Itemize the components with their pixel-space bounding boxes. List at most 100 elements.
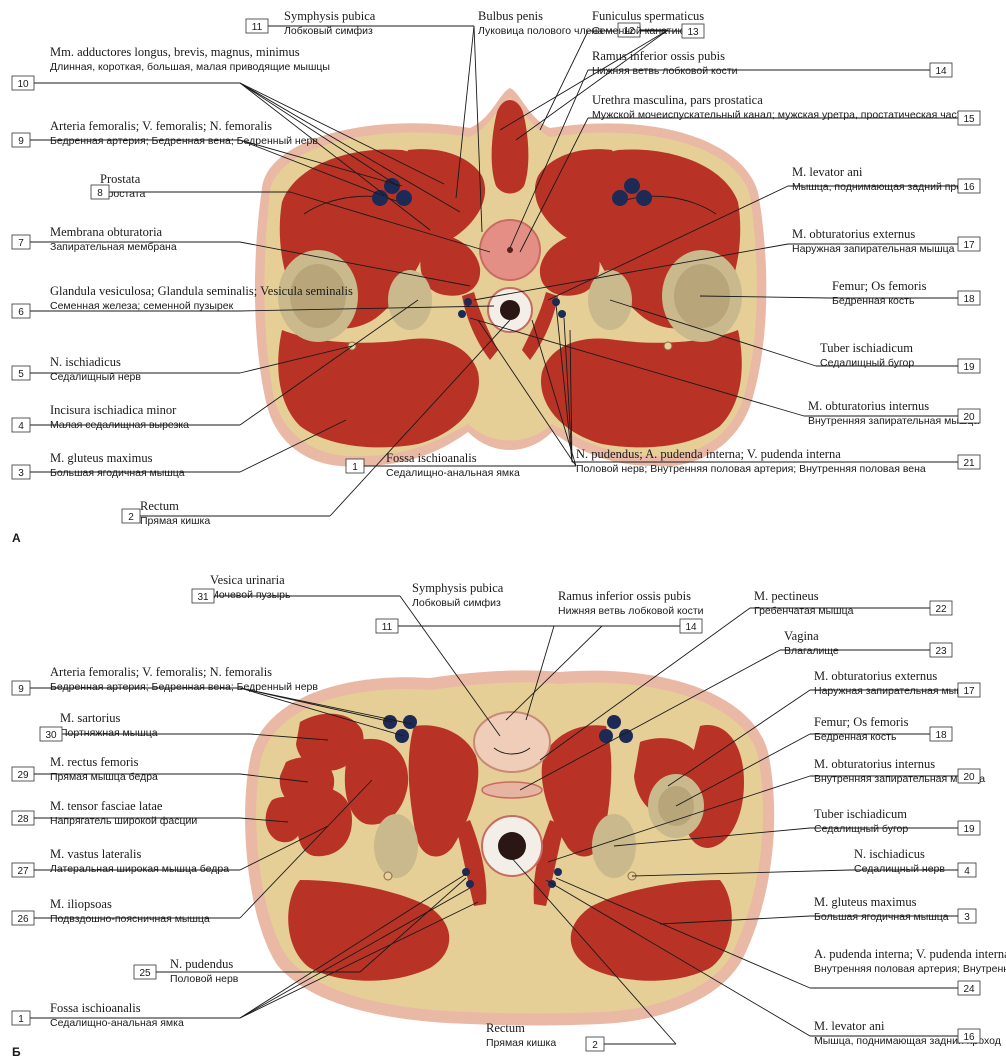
label-latin: Tuber ischiadicum: [820, 341, 913, 355]
label-latin: Arteria femoralis; V. femoralis; N. femo…: [50, 665, 272, 679]
leader-line: [516, 30, 668, 140]
label-russian: Напрягатель широкой фасции: [50, 815, 197, 827]
label-latin: Femur; Os femoris: [814, 715, 909, 729]
label-latin: Mm. adductores longus, brevis, magnus, m…: [50, 45, 300, 59]
label-number: 21: [963, 458, 975, 469]
label-russian: Прямая кишка: [140, 515, 210, 527]
label-number: 20: [963, 772, 975, 783]
label-russian: Лобковый симфиз: [412, 597, 501, 609]
label-number: 7: [18, 238, 24, 249]
label-latin: N. pudendus; A. pudenda interna; V. pude…: [576, 447, 841, 461]
panel-b-left-tuber-ischiadicum: [374, 814, 418, 878]
label-latin: N. ischiadicus: [854, 847, 925, 861]
label-russian: Внутренняя запирательная мышца: [808, 415, 979, 427]
label-russian: Мышца, поднимающая задний проход: [792, 181, 979, 193]
label-russian: Бедренная кость: [814, 731, 897, 743]
label-number: 2: [128, 512, 134, 523]
label-latin: M. sartorius: [60, 711, 121, 725]
label-russian: Бедренная артерия; Бедренная вена; Бедре…: [50, 135, 318, 147]
label-number: 13: [687, 27, 699, 38]
label-latin: M. gluteus maximus: [50, 451, 153, 465]
panel-b-femoral-vessel: [403, 715, 417, 729]
label-latin: Urethra masculina, pars prostatica: [592, 93, 763, 107]
panel-a-left-tuber-ischiadicum: [388, 270, 432, 330]
label-russian: Половой нерв: [170, 973, 239, 985]
label-russian: Бедренная артерия; Бедренная вена; Бедре…: [50, 681, 318, 693]
label-latin: M. levator ani: [792, 165, 863, 179]
label-latin: M. iliopsoas: [50, 897, 112, 911]
label-latin: M. obturatorius internus: [808, 399, 929, 413]
panel-b-letter: Б: [12, 1045, 21, 1059]
label-russian: Влагалище: [784, 645, 839, 657]
label-russian: Седалищный нерв: [50, 371, 141, 383]
label-russian: Мочевой пузырь: [210, 589, 291, 601]
label-russian: Наружная запирательная мышца: [814, 685, 977, 697]
label-russian: Седалищно-анальная ямка: [50, 1017, 184, 1029]
label-latin: Fossa ischioanalis: [50, 1001, 141, 1015]
label-number: 25: [139, 968, 151, 979]
label-latin: Prostata: [100, 172, 141, 186]
label-latin: M. levator ani: [814, 1019, 885, 1033]
label-russian: Большая ягодичная мышца: [814, 911, 949, 923]
label-number: 19: [963, 362, 975, 373]
label-russian: Луковица полового члена: [478, 25, 603, 37]
label-russian: Запирательная мембрана: [50, 241, 177, 253]
label-number: 26: [17, 914, 29, 925]
label-russian: Бедренная кость: [832, 295, 915, 307]
label-latin: Femur; Os femoris: [832, 279, 927, 293]
label-number: 4: [964, 866, 970, 877]
label-number: 4: [18, 421, 24, 432]
label-number: 19: [963, 824, 975, 835]
label-russian: Малая седалищная вырезка: [50, 419, 189, 431]
label-number: 27: [17, 866, 29, 877]
label-number: 16: [963, 182, 975, 193]
label-number: 11: [252, 22, 263, 33]
panel-b-vagina: [482, 782, 542, 798]
label-russian: Седалищный нерв: [854, 863, 945, 875]
label-russian: Лобковый симфиз: [284, 25, 373, 37]
label-number: 1: [352, 462, 358, 473]
panel-a-pudendal-vessel: [458, 310, 466, 318]
label-latin: M. tensor fasciae latae: [50, 799, 163, 813]
label-latin: Funiculus spermaticus: [592, 9, 704, 23]
panel-a-cross-section: [255, 88, 766, 466]
label-latin: M. pectineus: [754, 589, 819, 603]
label-russian: Нижняя ветвь лобковой кости: [592, 65, 738, 77]
label-russian: Прямая кишка: [486, 1037, 556, 1049]
label-latin: Symphysis pubica: [412, 581, 504, 595]
label-number: 18: [935, 730, 947, 741]
panel-b-sciatic-nerve: [384, 872, 392, 880]
label-russian: Наружная запирательная мышца: [792, 243, 955, 255]
panel-b-vesica-urinaria: [474, 712, 550, 772]
label-russian: Семенная железа; семенной пузырек: [50, 300, 234, 312]
label-latin: N. pudendus: [170, 957, 233, 971]
label-russian: Седалищно-анальная ямка: [386, 467, 520, 479]
label-number: 9: [18, 684, 24, 695]
label-latin: M. gluteus maximus: [814, 895, 917, 909]
label-number: 14: [685, 622, 697, 633]
label-number: 14: [935, 66, 947, 77]
panel-b-pudendal-vessel: [462, 868, 470, 876]
panel-b-rectum-lumen: [498, 832, 526, 860]
label-number: 1: [18, 1014, 24, 1025]
panel-a-femoral-vessel: [612, 190, 628, 206]
label-number: 29: [17, 770, 29, 781]
label-number: 10: [17, 79, 29, 90]
label-latin: Rectum: [486, 1021, 525, 1035]
label-number: 8: [97, 188, 103, 199]
label-russian: Подвздошно-поясничная мышца: [50, 913, 210, 925]
label-russian: Седалищный бугор: [820, 357, 914, 369]
label-number: 31: [197, 592, 209, 603]
label-number: 3: [964, 912, 970, 923]
label-latin: Ramus inferior ossis pubis: [592, 49, 725, 63]
panel-b-femoral-vessel: [607, 715, 621, 729]
panel-a-femoral-vessel: [636, 190, 652, 206]
label-number: 28: [17, 814, 29, 825]
panel-a-sciatic-nerve: [664, 342, 672, 350]
label-number: 16: [963, 1032, 975, 1043]
label-latin: Rectum: [140, 499, 179, 513]
label-latin: Vesica urinaria: [210, 573, 285, 587]
panel-a-femoral-vessel: [396, 190, 412, 206]
label-russian: Портняжная мышца: [60, 727, 158, 739]
